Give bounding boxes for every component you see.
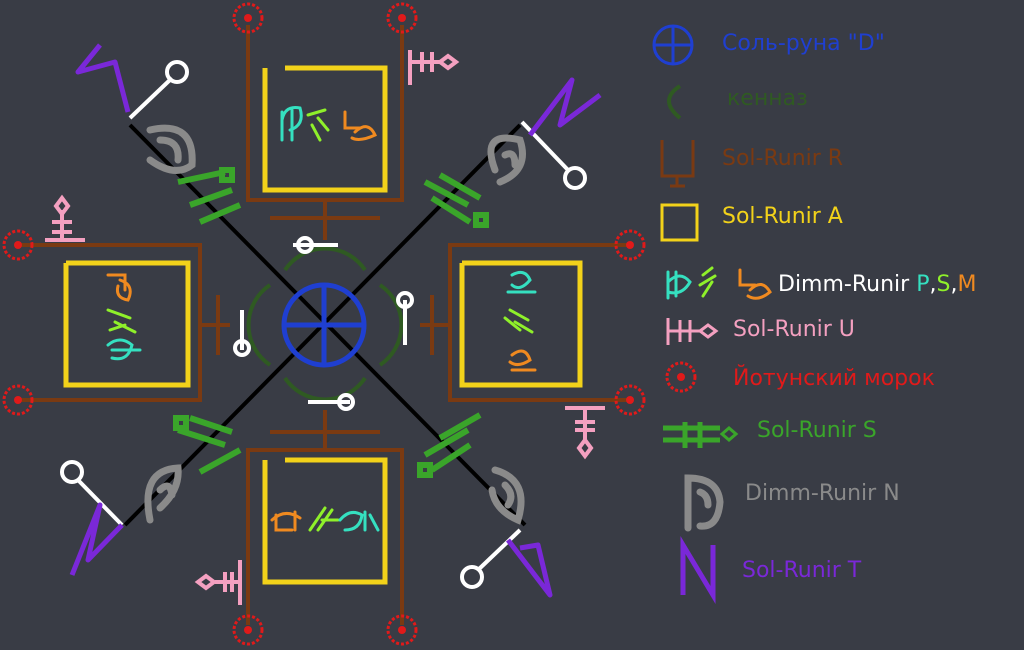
dimm-runir-psm-icon xyxy=(666,266,772,300)
sol-runir-a-right xyxy=(459,260,583,388)
legend-sol-runa: Соль-руна "D" xyxy=(722,31,885,56)
key-circle-tl xyxy=(165,60,189,84)
legend-dimm-sep1: , xyxy=(929,272,937,297)
kennaz-left xyxy=(246,283,272,367)
sol-runir-t xyxy=(69,43,602,598)
sol-runir-r-icon xyxy=(660,140,695,188)
kennaz-top xyxy=(283,246,367,272)
kennaz-right xyxy=(378,283,404,367)
legend-kennaz: кенназ xyxy=(727,86,808,111)
legend-sol-runir-s: Sol-Runir S xyxy=(757,418,877,443)
kennaz-icon xyxy=(667,84,682,120)
sol-runir-r-top xyxy=(246,25,404,202)
jotun-circles xyxy=(2,2,646,646)
legend-dimm-runir-psm: Dimm-Runir P,S,M xyxy=(778,274,976,296)
sol-runir-a-left xyxy=(63,260,191,388)
kennaz-arcs xyxy=(246,246,404,402)
legend-sol-runir-a: Sol-Runir A xyxy=(722,204,843,229)
legend-dimm-s: S xyxy=(936,272,951,297)
key-circle-tr xyxy=(563,166,587,190)
sol-runir-t-icon xyxy=(680,535,716,605)
sol-runa-d xyxy=(281,282,367,368)
legend-dimm-runir-n: Dimm-Runir N xyxy=(745,481,900,506)
dimm-cluster-right xyxy=(503,270,537,372)
sol-runir-u-icon xyxy=(666,318,719,345)
sol-runir-a-top xyxy=(262,65,388,193)
sol-runir-a-icon xyxy=(660,203,699,242)
legend-icons xyxy=(652,24,772,605)
sol-runir-r-left xyxy=(20,243,202,402)
dimm-runir-n xyxy=(144,124,526,525)
key-circle-bl xyxy=(60,460,84,484)
sol-runir-u xyxy=(45,50,605,605)
jotun-icon xyxy=(665,361,697,393)
dimm-runir-n-icon xyxy=(684,474,724,532)
legend-dimm-prefix: Dimm-Runir xyxy=(778,272,917,297)
sol-runa-icon xyxy=(652,24,694,66)
sol-runir-s xyxy=(173,167,489,478)
legend-dimm-p: P xyxy=(916,272,930,297)
dimm-cluster-left xyxy=(106,273,142,361)
sol-runir-r-right xyxy=(448,243,630,402)
legend-sol-runir-t: Sol-Runir T xyxy=(742,558,862,583)
kennaz-bottom xyxy=(283,376,367,402)
sol-runir-s-icon xyxy=(663,422,739,448)
key-circle-br xyxy=(460,565,484,589)
sol-runir-a-boxes xyxy=(63,65,583,585)
legend-dimm-m: M xyxy=(957,272,977,297)
dimm-cluster-top xyxy=(280,106,377,142)
sol-runir-a-bottom xyxy=(262,457,388,585)
legend-dimm-sep2: , xyxy=(950,272,958,297)
legend-jotun: Йотунский морок xyxy=(733,366,935,391)
white-key-runes xyxy=(60,60,587,589)
dimm-runir-psm-clusters xyxy=(106,106,537,532)
dimm-cluster-bottom xyxy=(270,506,380,532)
sol-runir-r-frames xyxy=(20,25,630,625)
legend-sol-runir-u: Sol-Runir U xyxy=(733,317,855,342)
sol-runir-r-bottom xyxy=(246,448,404,625)
legend-sol-runir-r: Sol-Runir R xyxy=(722,146,844,171)
